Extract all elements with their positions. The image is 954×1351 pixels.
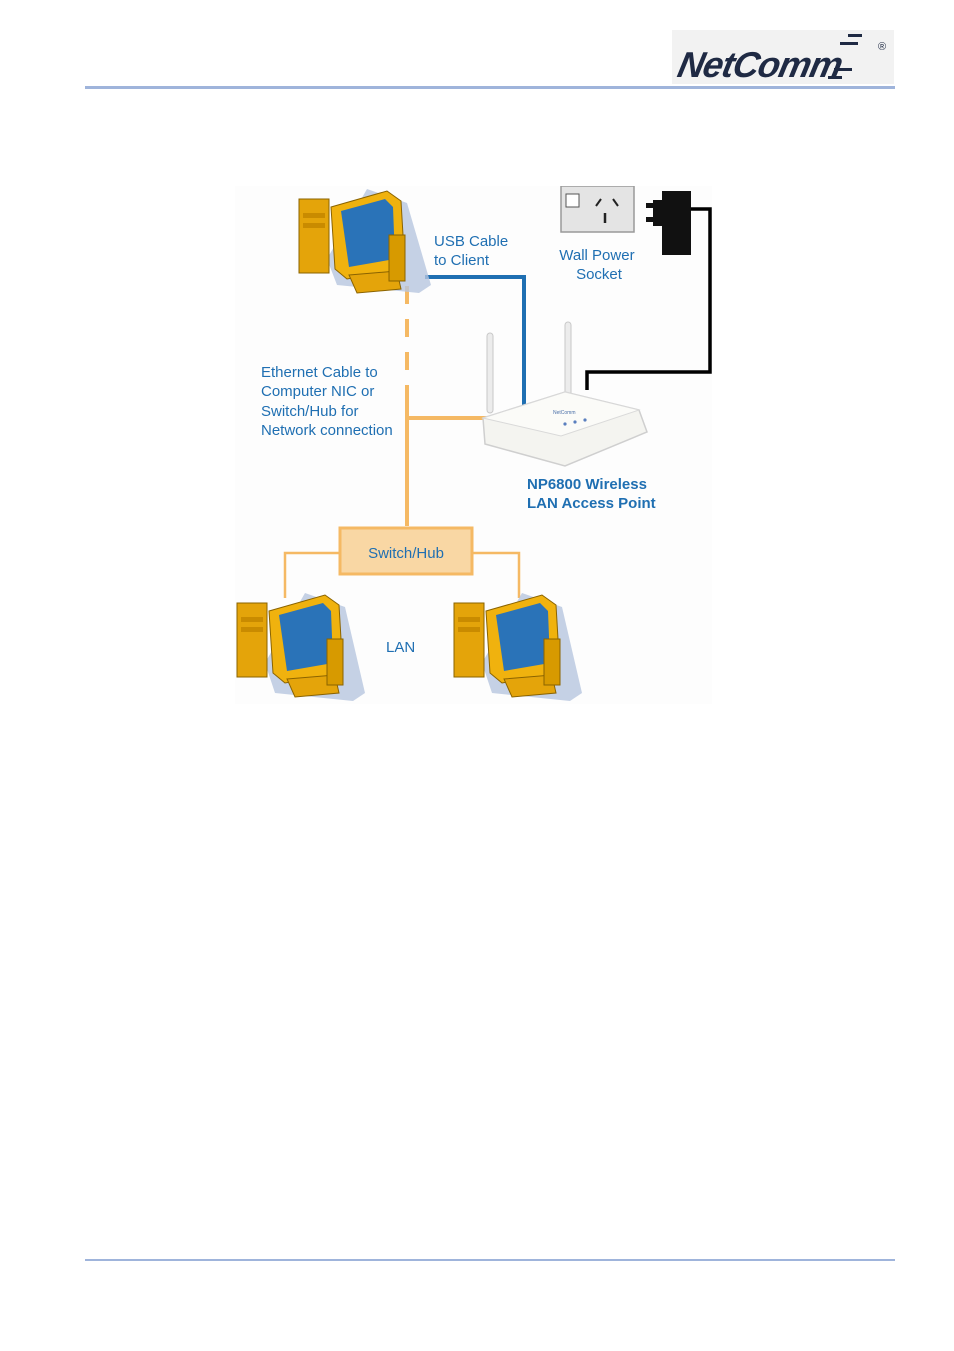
ethernet-label-line-3: Switch/Hub for xyxy=(261,403,359,420)
lan-label: LAN xyxy=(386,639,415,656)
wall-power-label-line-2: Socket xyxy=(576,266,623,283)
wall-power-socket xyxy=(561,186,634,232)
network-diagram: NetComm Switch/Hub xyxy=(235,186,712,704)
wall-power-label-line-1: Wall Power xyxy=(559,247,634,264)
switch-hub-box: Switch/Hub xyxy=(340,528,472,574)
usb-cable-label-line-2: to Client xyxy=(434,252,490,269)
device-brand: NetComm xyxy=(553,410,576,416)
ethernet-label-line-1: Ethernet Cable to xyxy=(261,364,378,381)
logo-wordmark: NetComm xyxy=(674,44,846,84)
ethernet-label-line-2: Computer NIC or xyxy=(261,383,374,400)
access-point-label-line-2: LAN Access Point xyxy=(527,495,656,512)
access-point-label-line-1: NP6800 Wireless xyxy=(527,476,647,493)
switch-hub-label: Switch/Hub xyxy=(368,545,444,562)
logo-registered-mark: ® xyxy=(878,41,886,53)
netcomm-logo: NetComm ® xyxy=(672,30,894,84)
usb-cable-label-line-1: USB Cable xyxy=(434,233,508,250)
ethernet-label-line-4: Network connection xyxy=(261,422,393,439)
header-rule xyxy=(85,86,895,89)
footer-rule xyxy=(85,1259,895,1261)
